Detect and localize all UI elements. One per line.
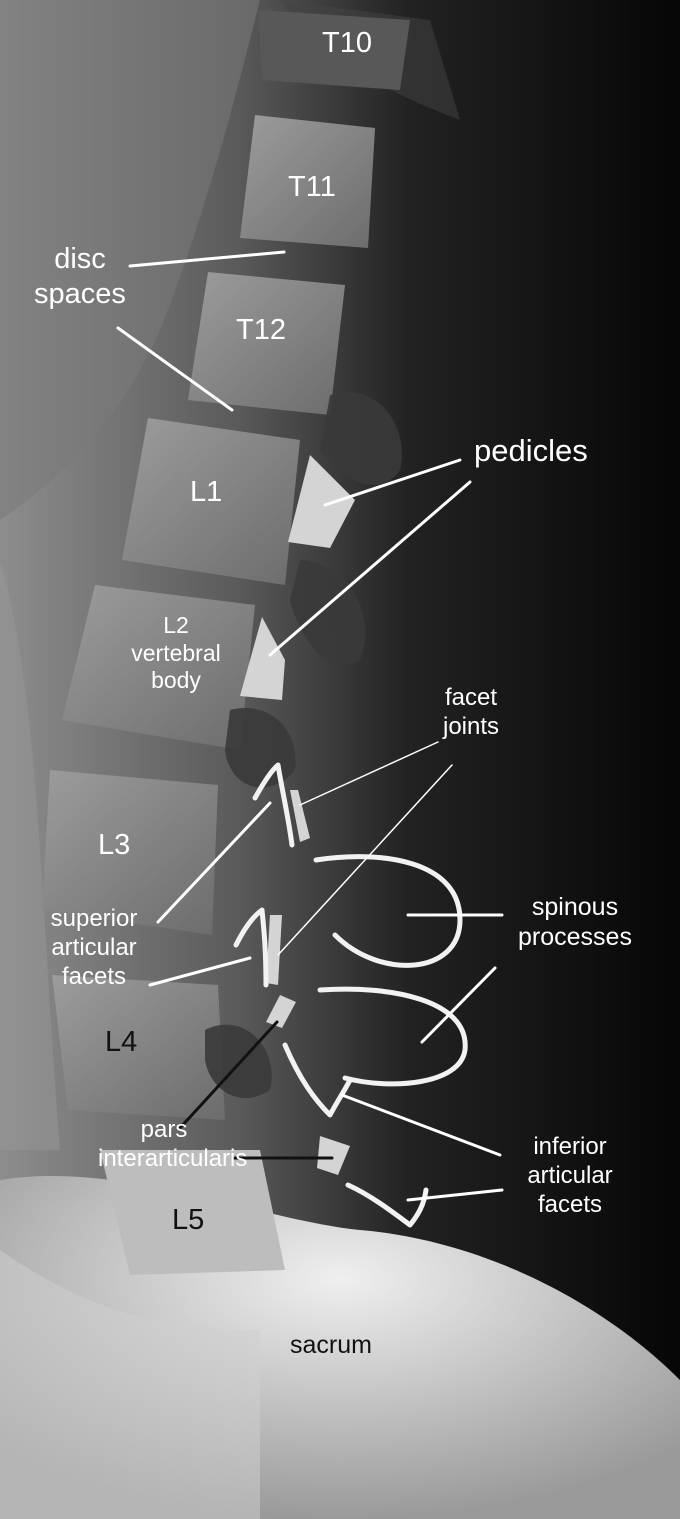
leader-pedicles-l1 <box>323 458 462 507</box>
label-inferior-articular-facets-line2: articular <box>527 1161 613 1189</box>
label-inferior-articular-facets-line1: inferior <box>533 1133 607 1160</box>
label-spinous-processes-line1: spinous <box>531 893 619 921</box>
label-pars-interarticularis-line1: pars <box>140 1116 188 1143</box>
leader-pars-l4 <box>178 1020 279 1130</box>
label-superior-articular-facets-line1: superior <box>50 905 138 932</box>
label-sacrum: sacrum <box>290 1331 372 1359</box>
foramen-l2 <box>290 560 366 666</box>
pedicle-l1 <box>288 455 355 548</box>
leader-facet-joints-l4 <box>277 764 453 956</box>
superior-facet-outline-l3 <box>252 762 295 848</box>
label-inferior-articular-facets: inferior articular facets <box>514 1133 626 1219</box>
leader-lines-white <box>116 250 504 1202</box>
leader-facet-joints-l3 <box>299 741 439 806</box>
label-t12: T12 <box>236 314 286 346</box>
vertebra-t10-body <box>258 10 410 90</box>
label-l2-sub2: body <box>151 667 201 694</box>
spinous-process-outline-l4 <box>317 986 468 1087</box>
label-t11: T11 <box>288 171 336 203</box>
anatomy-outlines <box>233 762 468 1228</box>
label-pars-interarticularis-line2: interarticularis <box>98 1144 248 1172</box>
label-l2: L2 vertebral body <box>126 612 226 695</box>
posterior-elements <box>205 392 402 1099</box>
spinous-process-outline-l3 <box>313 854 463 968</box>
label-facet-joints-line1: facet <box>444 684 498 711</box>
leader-superior-facets-l3 <box>156 801 272 924</box>
label-disc-spaces-line2: spaces <box>34 277 126 310</box>
facet-joint-l4 <box>266 915 282 985</box>
label-spinous-processes: spinous processes <box>508 892 642 952</box>
label-l1: L1 <box>190 476 223 508</box>
superior-facet-outline-l4 <box>233 907 269 988</box>
vertebra-l5-body <box>100 1150 285 1275</box>
vertebra-l2-body <box>62 585 255 750</box>
label-superior-articular-facets-line3: facets <box>61 962 127 990</box>
soft-tissue-lower <box>0 560 60 1150</box>
facet-joint-overlays <box>266 790 310 985</box>
label-pars-interarticularis: pars interarticularis <box>98 1116 248 1174</box>
foramen-l4 <box>205 1024 272 1099</box>
vertebra-l4-body <box>52 975 225 1120</box>
label-inferior-articular-facets-line3: facets <box>537 1190 603 1218</box>
label-disc-spaces-line1: disc <box>54 243 106 275</box>
inferior-facet-outline-l5 <box>345 1182 429 1228</box>
label-superior-articular-facets-line2: articular <box>51 933 137 961</box>
pars-marker-l4 <box>266 995 296 1028</box>
leader-lines-black <box>178 1020 334 1160</box>
soft-tissue-upper <box>0 0 260 520</box>
pars-interarticularis-marker <box>317 1136 350 1175</box>
label-superior-articular-facets: superior articular facets <box>38 905 150 991</box>
vertebra-l1-body <box>122 418 300 585</box>
leader-spinous-l4 <box>420 966 497 1044</box>
inferior-facet-outline-l4 <box>282 1042 353 1118</box>
label-disc-spaces: disc spaces <box>24 242 136 312</box>
label-pedicles: pedicles <box>474 433 588 468</box>
vertebra-t12-body <box>188 272 345 415</box>
vertebra-t11-body <box>240 115 375 248</box>
label-facet-joints-line2: joints <box>442 712 500 740</box>
leader-lines-thin <box>277 741 453 956</box>
leader-disc-spaces-upper <box>128 250 286 268</box>
label-t10: T10 <box>322 27 372 59</box>
pedicle-l2 <box>240 617 285 700</box>
label-l5: L5 <box>172 1204 205 1236</box>
leader-inferior-facets-l5 <box>406 1188 504 1202</box>
vertebral-bodies <box>42 10 410 1275</box>
label-l2-name: L2 <box>163 612 189 638</box>
vertebra-l3-body <box>42 770 218 935</box>
leader-disc-spaces-lower <box>116 326 234 412</box>
leader-superior-facets-l4 <box>148 956 252 987</box>
foramen-l1 <box>320 392 402 485</box>
label-facet-joints: facet joints <box>426 684 516 742</box>
facet-joint-l3 <box>290 790 310 842</box>
label-spinous-processes-line2: processes <box>518 923 632 951</box>
label-l3: L3 <box>98 829 131 861</box>
iliac-overlap <box>0 1250 260 1519</box>
leader-inferior-facets-l4 <box>340 1093 502 1157</box>
label-l2-sub1: vertebral <box>131 639 221 666</box>
leader-pedicles-l2 <box>268 480 472 657</box>
label-l4: L4 <box>105 1026 138 1058</box>
pedicle-overlays <box>240 455 355 1175</box>
